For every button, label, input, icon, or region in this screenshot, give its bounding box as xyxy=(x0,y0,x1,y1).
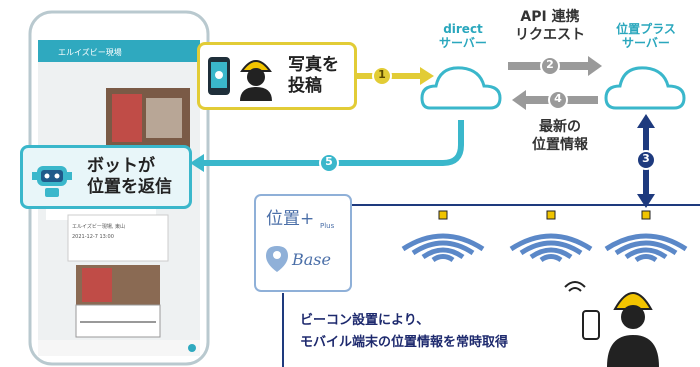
floor-map xyxy=(75,304,161,338)
latest-line1: 最新の xyxy=(539,119,581,135)
ichi-label-line1: 位置プラス xyxy=(616,22,676,36)
step-5-number: 5 xyxy=(325,155,333,168)
map-pin-icon xyxy=(266,246,288,272)
robot-icon xyxy=(32,166,72,197)
ichi-plus-logo: 位置+ xyxy=(266,204,314,229)
beacon-1 xyxy=(401,210,485,263)
step-3-arrow xyxy=(636,114,656,208)
step-1-arrow xyxy=(357,66,434,86)
chat-header xyxy=(38,40,200,62)
api-line2: リクエスト xyxy=(515,27,585,43)
worker-helmet-icon xyxy=(240,60,272,101)
direct-server-label: direct サーバー xyxy=(428,22,498,50)
step-3-number: 3 xyxy=(642,152,650,165)
beacon-description-line2: モバイル端末の位置情報を常時取得 xyxy=(300,335,509,350)
base-logo-text: Base xyxy=(292,250,331,269)
step-4-number: 4 xyxy=(554,92,562,105)
ichi-server-label: 位置プラス サーバー xyxy=(606,22,686,50)
post-line-1: 写真を xyxy=(288,55,339,75)
ichi-cloud-icon xyxy=(604,66,686,110)
bot-reply-card xyxy=(67,214,169,262)
beacon-2 xyxy=(509,210,593,263)
beacon-description: ビーコン設置により、 モバイル端末の位置情報を常時取得 xyxy=(300,310,508,354)
step-2-number: 2 xyxy=(546,58,554,71)
direct-label-line2: サーバー xyxy=(439,36,487,50)
bot-reply-bubble: ボットが 位置を返信 xyxy=(20,145,192,209)
bot-reply-caption: エルイズビー現場, 東山 xyxy=(72,223,125,230)
beacon-3 xyxy=(604,210,688,263)
phone-icon xyxy=(208,57,230,95)
latest-line2: 位置情報 xyxy=(532,137,588,153)
bot-line-1: ボットが xyxy=(87,156,155,176)
bot-reply-text: ボットが 位置を返信 xyxy=(87,156,172,198)
base-logo: Base xyxy=(264,242,346,278)
ichi-plus-logo-text: 位置+ xyxy=(266,209,315,229)
step-5-arrow xyxy=(190,120,464,173)
worker-with-phone-icon xyxy=(564,281,659,367)
latest-location-label: 最新の 位置情報 xyxy=(518,118,602,154)
ichi-label-line2: サーバー xyxy=(622,36,670,50)
post-line-2: 投稿 xyxy=(288,76,322,96)
bot-line-2: 位置を返信 xyxy=(87,177,172,197)
step-2-arrow xyxy=(508,56,602,76)
send-icon[interactable] xyxy=(188,344,196,352)
beacon-description-line1: ビーコン設置により、 xyxy=(300,313,430,328)
direct-label-line1: direct xyxy=(443,22,483,36)
step-1-number: 1 xyxy=(378,68,386,81)
post-photo-bubble: 写真を 投稿 xyxy=(197,42,357,110)
chat-header-title: エルイズビー現場 xyxy=(58,47,122,57)
step-4-arrow xyxy=(512,90,598,110)
api-line1: API 連携 xyxy=(520,9,580,25)
api-request-label: API 連携 リクエスト xyxy=(508,8,592,44)
direct-cloud-icon xyxy=(420,66,502,110)
ichi-plus-sub: Plus xyxy=(320,222,335,230)
bot-reply-time: 2021-12-7 13:00 xyxy=(72,234,114,240)
post-photo-text: 写真を 投稿 xyxy=(288,55,339,97)
